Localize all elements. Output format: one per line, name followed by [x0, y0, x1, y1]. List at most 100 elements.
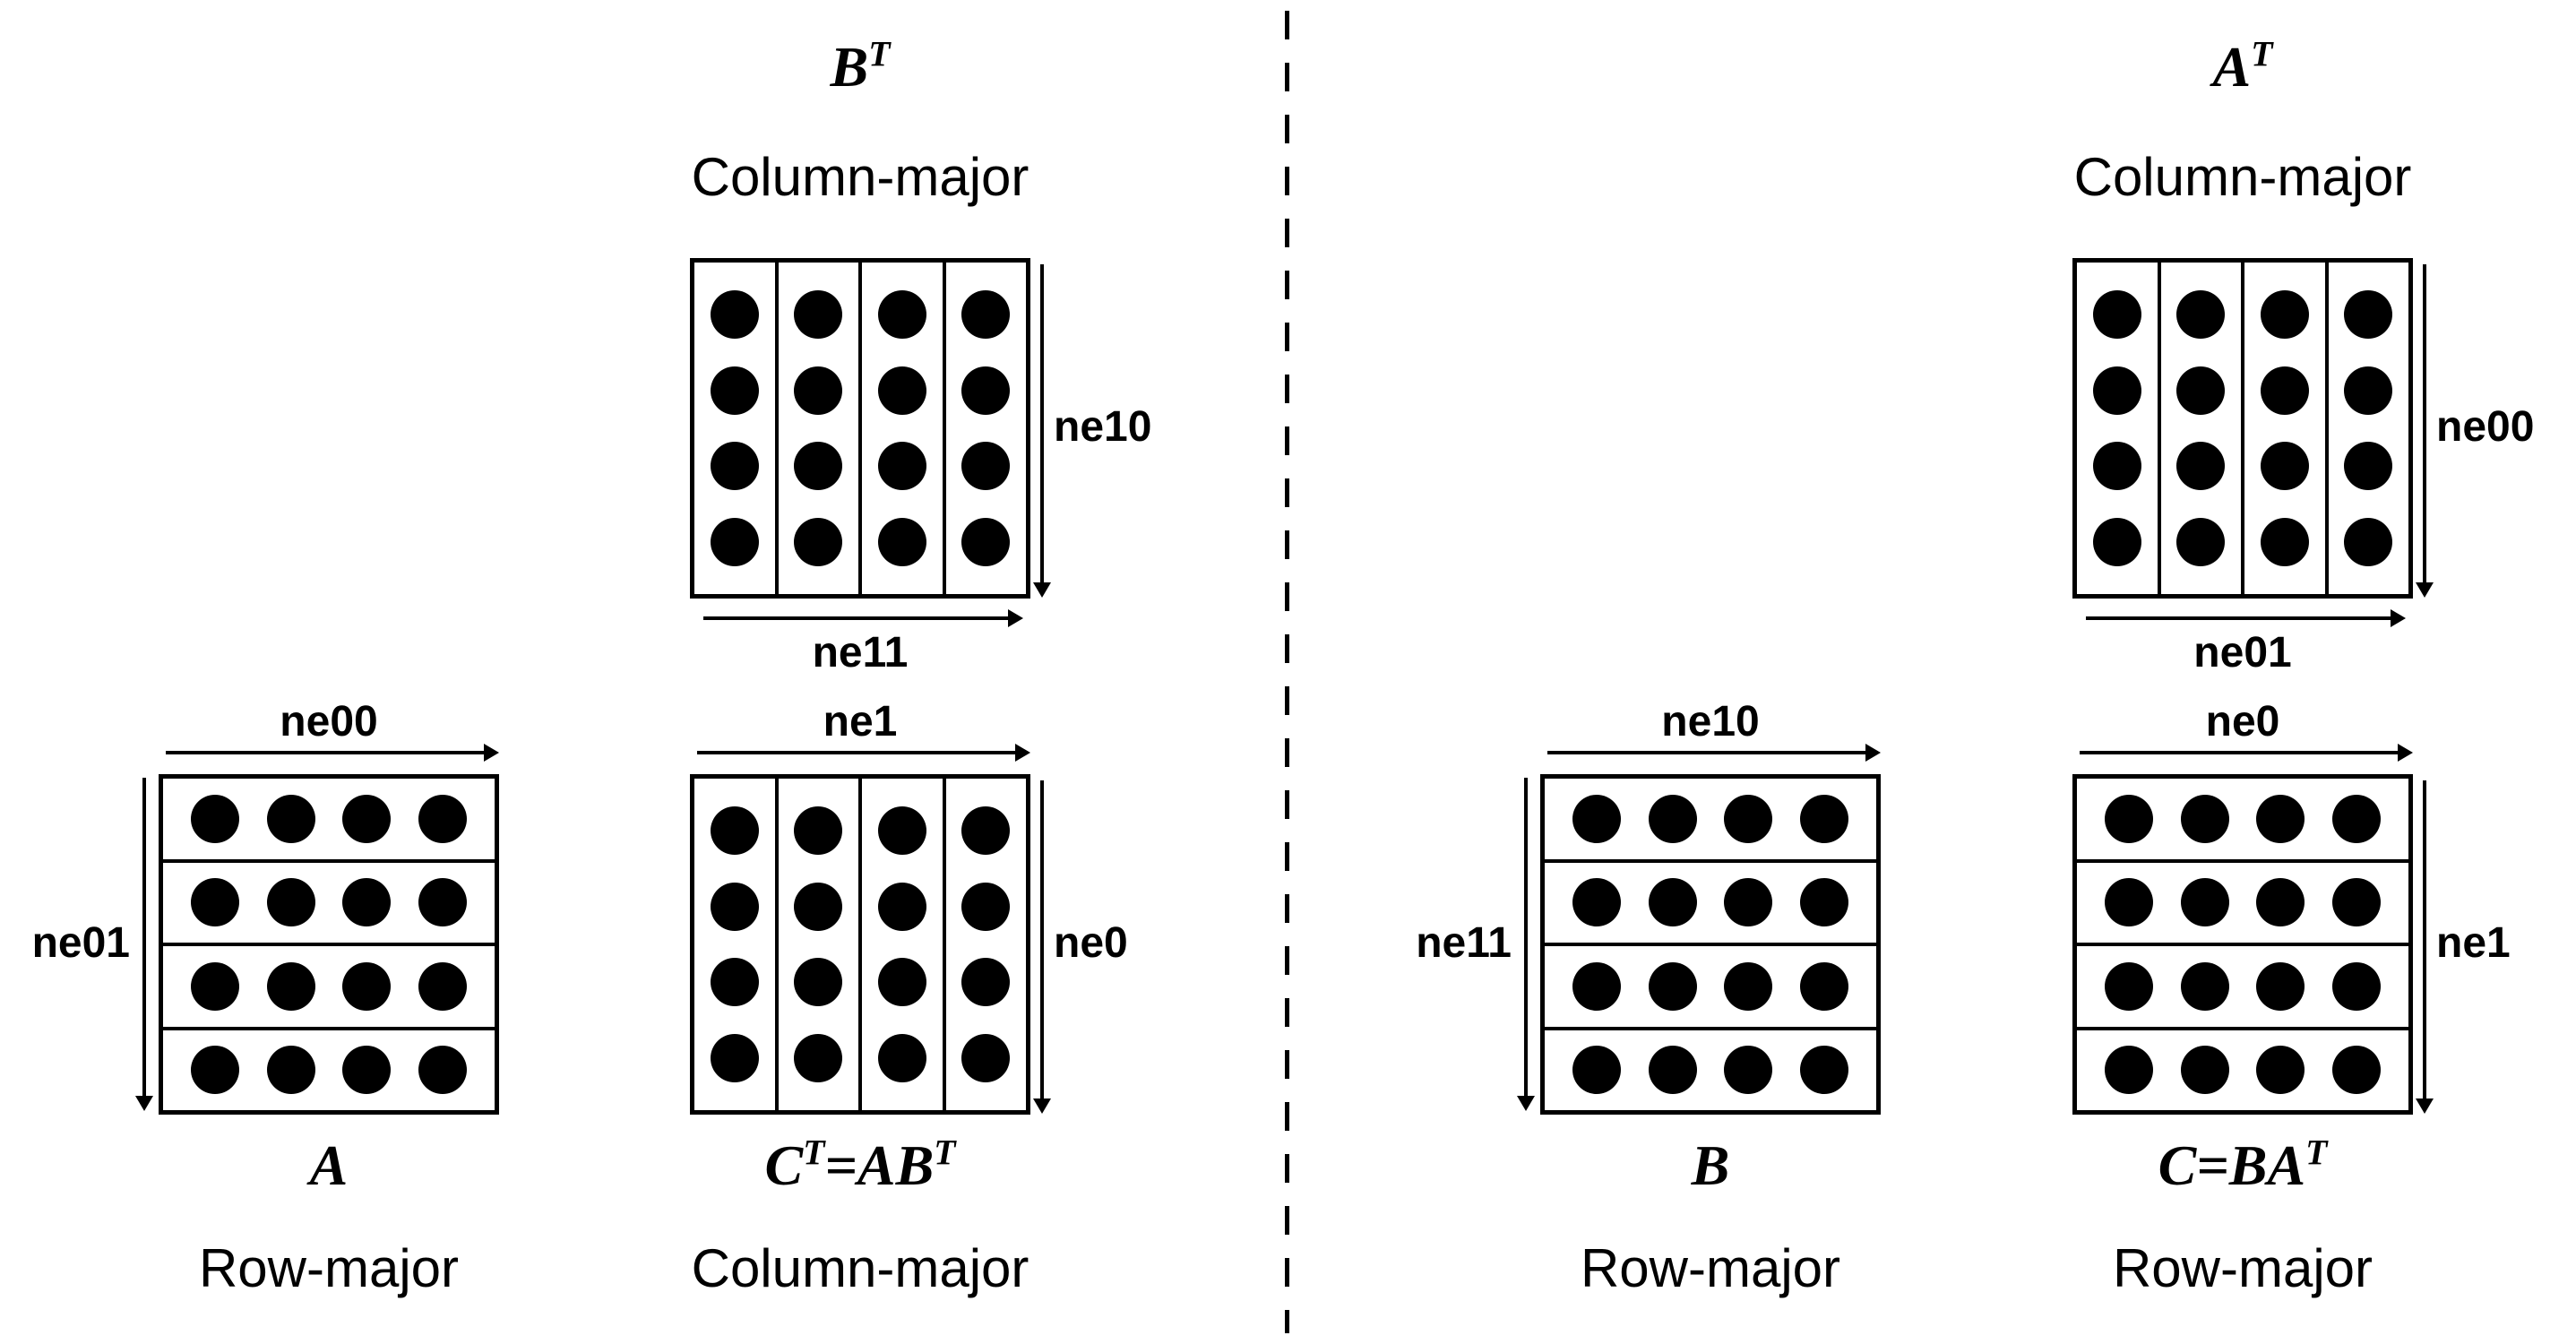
matrix-row-strip [2077, 858, 2408, 943]
arrow-down-icon [2423, 780, 2426, 1098]
matrix-element-dot [1724, 878, 1773, 927]
matrix-row-strip [1545, 858, 1876, 943]
storage-order-label: Column-major [2073, 147, 2412, 207]
matrix-element-dot [2260, 289, 2309, 339]
matrix-element-dot [2092, 289, 2141, 339]
matrix-element-dot [190, 878, 239, 927]
matrix-row-strip [163, 858, 495, 943]
storage-order-label: Row-major [2112, 1238, 2374, 1298]
matrix-element-dot [961, 442, 1011, 491]
matrix-row-strip [2077, 779, 2408, 859]
matrix-row-strip [1545, 943, 1876, 1027]
matrix-element-dot [2176, 289, 2226, 339]
matrix-grid-a-transpose [2072, 258, 2413, 599]
matrix-element-dot [2180, 878, 2229, 927]
arrow-right-icon [2080, 751, 2398, 754]
matrix-element-dot [1572, 961, 1621, 1011]
matrix-element-dot [2256, 961, 2305, 1011]
matrix-element-dot [794, 289, 843, 339]
matrix-element-dot [418, 961, 468, 1011]
matrix-element-dot [1572, 794, 1621, 843]
arrow-down-icon [1524, 778, 1528, 1096]
matrix-element-dot [1800, 794, 1849, 843]
matrix-element-dot [2332, 961, 2382, 1011]
matrix-title-a-transpose: AT [2212, 34, 2273, 99]
arrow-right-icon [703, 616, 1008, 620]
arrow-right-icon [2086, 616, 2391, 620]
matrix-element-dot [877, 366, 926, 415]
matrix-title-c-transpose: CT=ABT [764, 1133, 956, 1197]
matrix-row-strip [1545, 779, 1876, 859]
matrix-element-dot [877, 1034, 926, 1083]
matrix-element-dot [2092, 518, 2141, 567]
dim-label-ne0: ne0 [1054, 919, 1128, 967]
matrix-element-dot [710, 518, 759, 567]
matrix-element-dot [710, 366, 759, 415]
matrix-element-dot [418, 794, 468, 843]
matrix-element-dot [2344, 366, 2393, 415]
matrix-column-strip [942, 779, 1027, 1110]
matrix-column-strip [2241, 263, 2325, 594]
matrix-grid-b-transpose [690, 258, 1030, 599]
arrow-down-icon [142, 778, 146, 1096]
matrix-column-strip [2077, 263, 2158, 594]
matrix-element-dot [877, 518, 926, 567]
matrix-title-b: B [1691, 1133, 1730, 1197]
matrix-title-b-transpose: BT [830, 34, 891, 99]
matrix-element-dot [418, 1046, 468, 1095]
matrix-element-dot [710, 289, 759, 339]
matrix-element-dot [2176, 366, 2226, 415]
matrix-element-dot [2260, 442, 2309, 491]
matrix-column-strip [694, 779, 775, 1110]
matrix-element-dot [1572, 878, 1621, 927]
matrix-element-dot [2180, 1046, 2229, 1095]
matrix-element-dot [710, 806, 759, 855]
dim-label-ne10: ne10 [1054, 403, 1152, 451]
matrix-element-dot [266, 794, 315, 843]
matrix-element-dot [1724, 1046, 1773, 1095]
matrix-element-dot [266, 1046, 315, 1095]
dim-label-ne00: ne00 [280, 698, 378, 745]
matrix-element-dot [961, 958, 1011, 1007]
matrix-element-dot [2260, 518, 2309, 567]
matrix-element-dot [877, 882, 926, 931]
matrix-element-dot [877, 958, 926, 1007]
matrix-element-dot [794, 366, 843, 415]
dim-label-ne01: ne01 [31, 919, 130, 967]
matrix-element-dot [1648, 878, 1697, 927]
matrix-element-dot [2104, 1046, 2153, 1095]
matrix-element-dot [710, 882, 759, 931]
matrix-element-dot [961, 806, 1011, 855]
matrix-column-strip [2324, 263, 2409, 594]
matrix-element-dot [190, 961, 239, 1011]
matrix-grid-c [2072, 774, 2413, 1115]
matrix-element-dot [2180, 794, 2229, 843]
matrix-element-dot [794, 806, 843, 855]
matrix-element-dot [2092, 442, 2141, 491]
matrix-element-dot [961, 289, 1011, 339]
matrix-element-dot [1648, 794, 1697, 843]
matrix-column-strip [2157, 263, 2242, 594]
matrix-element-dot [1648, 961, 1697, 1011]
matrix-element-dot [2092, 366, 2141, 415]
matrix-column-strip [774, 263, 859, 594]
matrix-element-dot [2256, 1046, 2305, 1095]
matrix-element-dot [1800, 961, 1849, 1011]
matrix-element-dot [961, 882, 1011, 931]
storage-order-label: Row-major [1580, 1238, 1841, 1298]
matrix-row-strip [163, 779, 495, 859]
matrix-title-c: C=BAT [2158, 1133, 2328, 1197]
matrix-element-dot [710, 442, 759, 491]
dim-label-ne11: ne11 [1416, 919, 1512, 967]
matrix-element-dot [1800, 878, 1849, 927]
matrix-element-dot [266, 961, 315, 1011]
arrow-right-icon [697, 751, 1015, 754]
matrix-element-dot [794, 958, 843, 1007]
dim-label-ne1: ne1 [823, 698, 898, 745]
matrix-column-strip [774, 779, 859, 1110]
matrix-element-dot [2104, 878, 2153, 927]
matrix-element-dot [877, 806, 926, 855]
matrix-element-dot [418, 878, 468, 927]
matrix-element-dot [342, 794, 392, 843]
